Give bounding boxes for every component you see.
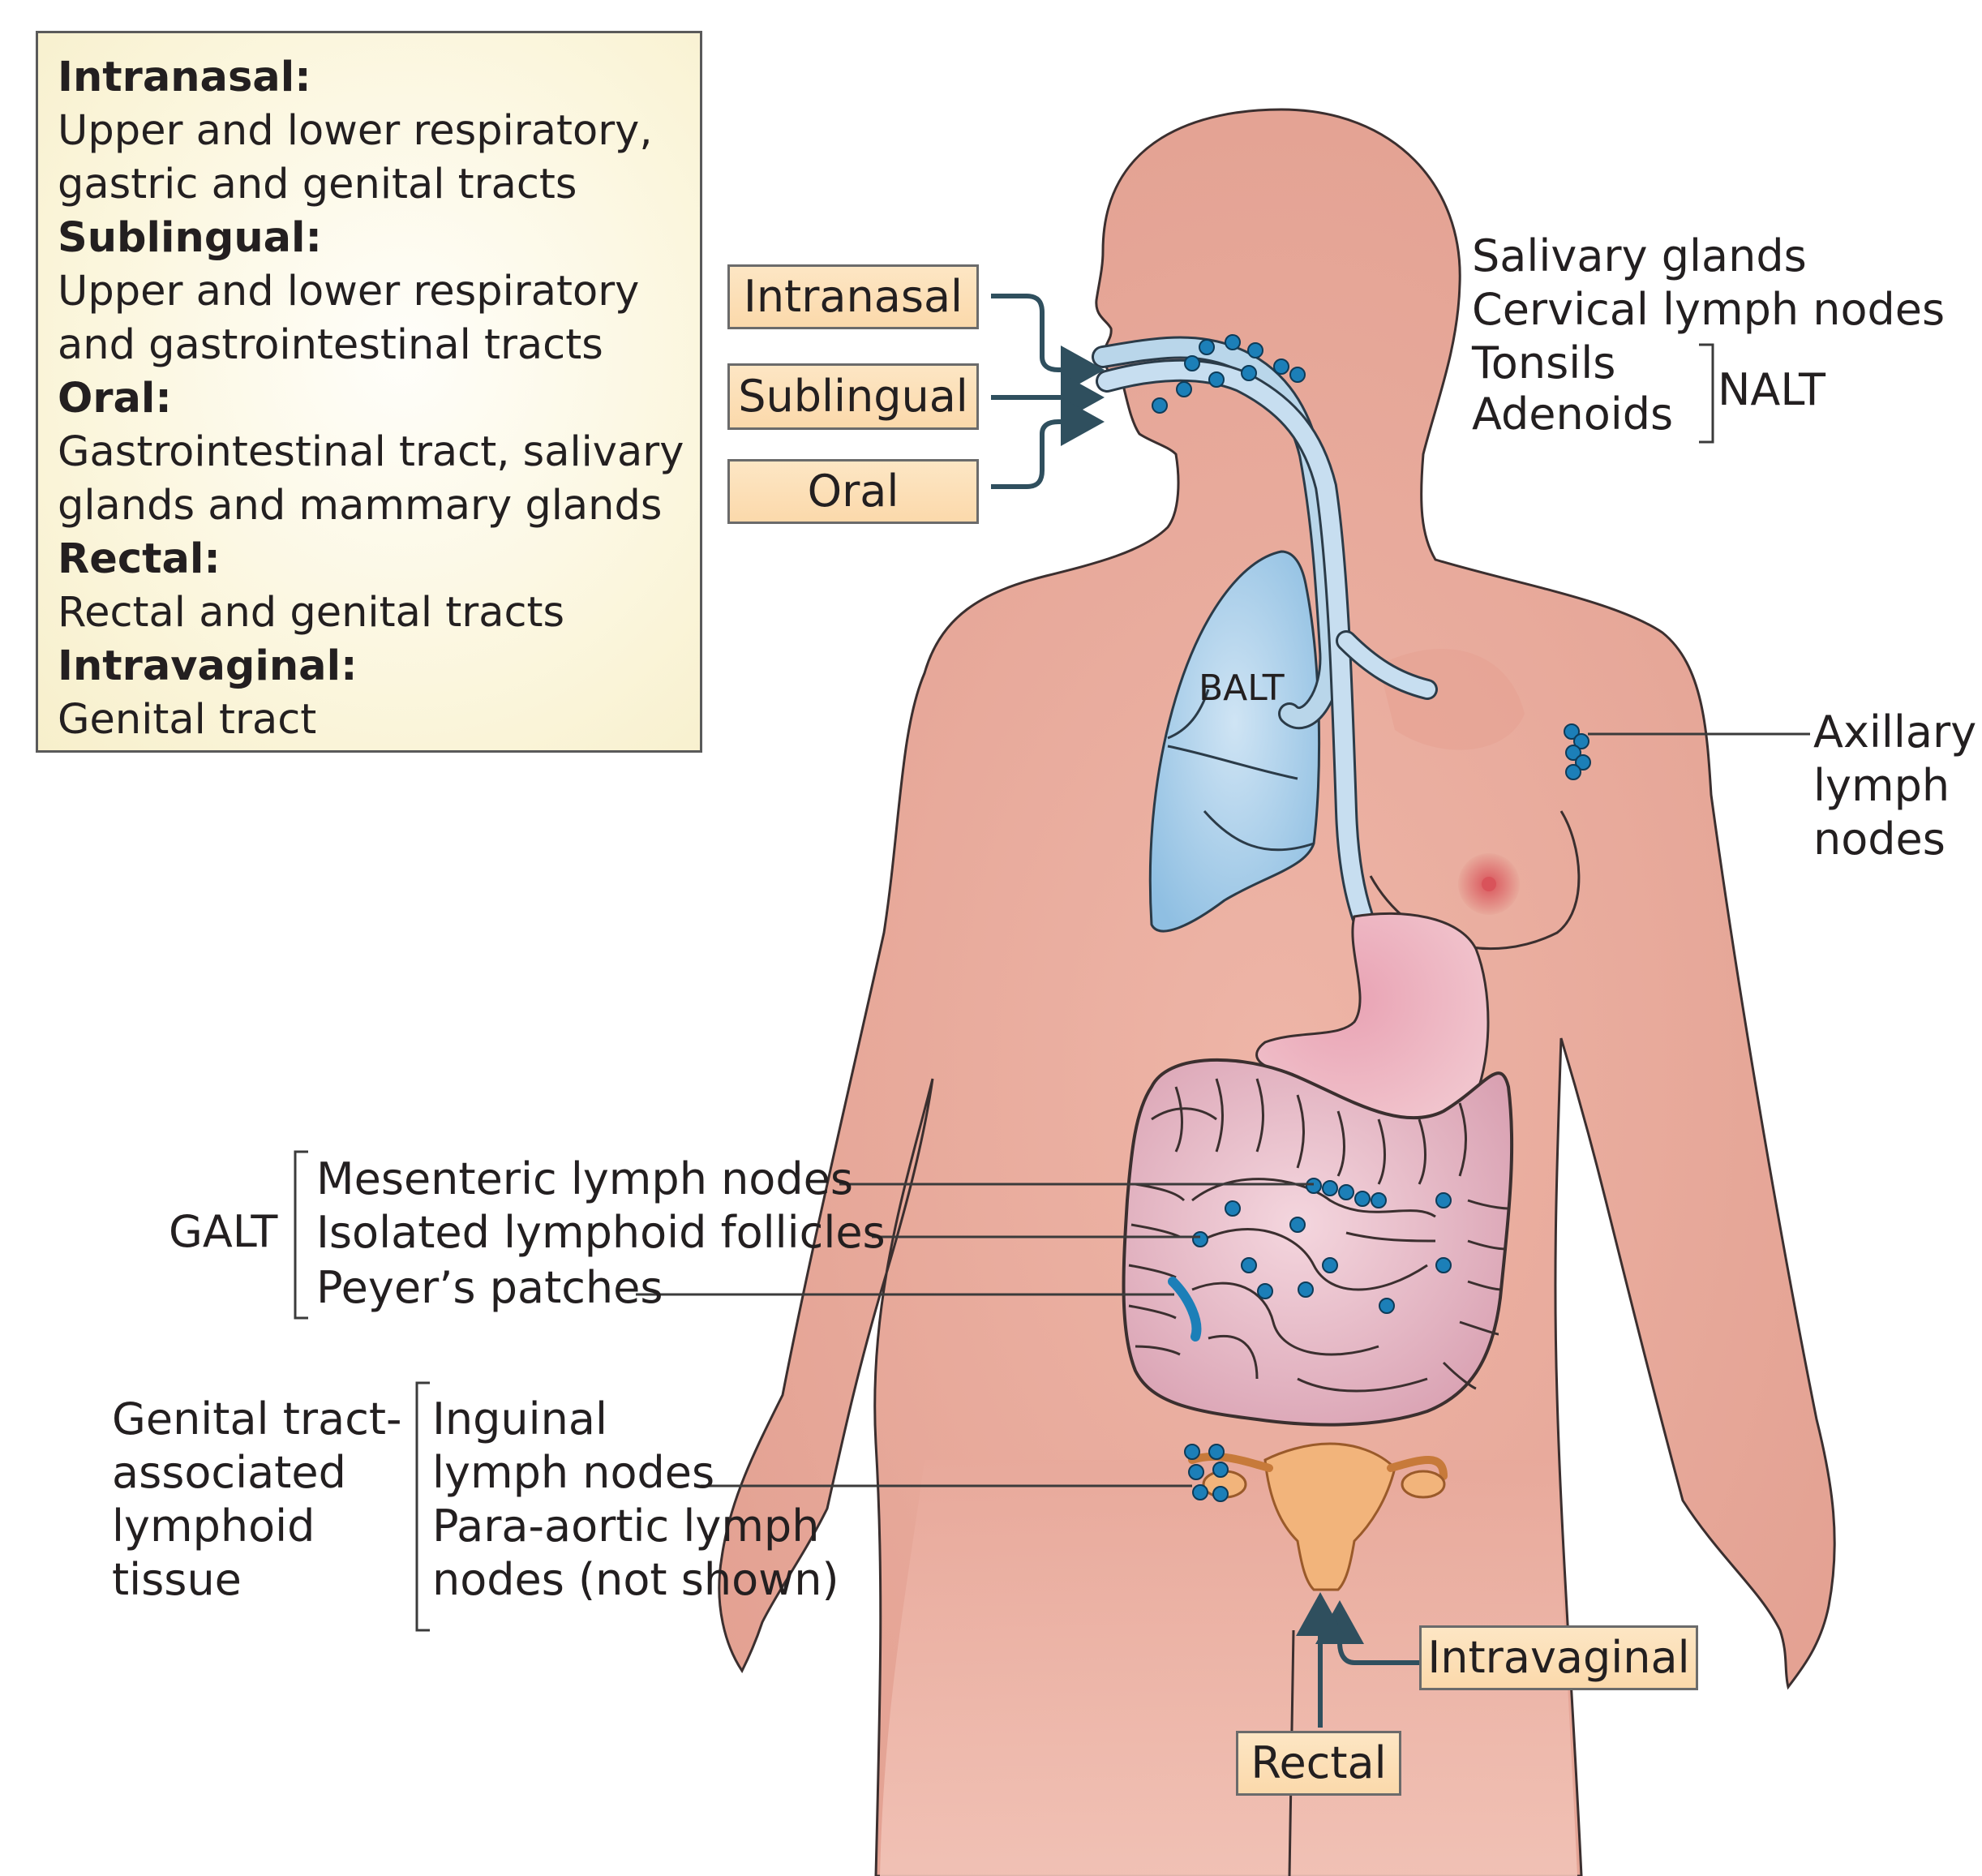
fallopian-tube-left xyxy=(1188,1452,1273,1472)
info-text-oral-1: Gastrointestinal tract, salivary xyxy=(58,428,684,476)
info-text-sublingual-2: and gastrointestinal tracts xyxy=(58,321,603,369)
label-genital-group-3: lymphoid xyxy=(112,1500,315,1552)
uterus xyxy=(1263,1442,1396,1591)
label-axillary-1: Axillary xyxy=(1813,706,1977,758)
info-text-rectal-1: Rectal and genital tracts xyxy=(58,589,565,637)
info-heading-intranasal: Intranasal: xyxy=(58,54,311,101)
route-box-rectal: Rectal xyxy=(1236,1731,1401,1796)
label-axillary-3: nodes xyxy=(1813,814,1946,865)
route-box-intravaginal: Intravaginal xyxy=(1419,1625,1698,1690)
label-tonsils: Tonsils xyxy=(1472,337,1616,389)
info-heading-intravaginal: Intravaginal: xyxy=(58,642,358,690)
lymph-nodes xyxy=(1152,334,1591,1502)
label-genital-group-4: tissue xyxy=(112,1554,242,1605)
info-heading-sublingual: Sublingual: xyxy=(58,214,322,262)
label-nalt: NALT xyxy=(1718,364,1825,415)
label-isolated-lymphoid-follicles: Isolated lymphoid follicles xyxy=(316,1207,886,1258)
info-heading-rectal: Rectal: xyxy=(58,535,221,583)
route-box-intranasal: Intranasal xyxy=(727,264,979,329)
route-arrows xyxy=(991,294,1419,1728)
label-peyers-patches: Peyer’s patches xyxy=(316,1262,663,1313)
info-text-sublingual-1: Upper and lower respiratory xyxy=(58,268,640,316)
label-galt: GALT xyxy=(169,1206,278,1257)
label-axillary-2: lymph xyxy=(1813,760,1950,811)
label-nodes-not-shown: nodes (not shown) xyxy=(432,1554,839,1605)
info-text-intravaginal-1: Genital tract xyxy=(58,696,317,744)
peyers-patch xyxy=(1168,1277,1202,1342)
fallopian-tube-right xyxy=(1387,1456,1448,1480)
info-text-oral-2: glands and mammary glands xyxy=(58,482,663,530)
info-heading-oral: Oral: xyxy=(58,375,172,423)
large-intestine xyxy=(1122,1058,1514,1427)
label-cervical-lymph-nodes: Cervical lymph nodes xyxy=(1472,284,1946,335)
info-text-intranasal-2: gastric and genital tracts xyxy=(58,161,577,208)
label-para-aortic-lymph: Para-aortic lymph xyxy=(432,1500,820,1552)
label-adenoids: Adenoids xyxy=(1472,389,1674,440)
label-balt: BALT xyxy=(1199,668,1285,709)
route-target-info-box: Intranasal: Upper and lower respiratory,… xyxy=(36,31,702,753)
route-box-sublingual: Sublingual xyxy=(727,363,979,430)
legs xyxy=(880,1460,1577,1876)
lung xyxy=(1148,550,1321,933)
info-text-intranasal-1: Upper and lower respiratory, xyxy=(58,107,653,155)
collar-area xyxy=(1379,649,1525,750)
leader-lines xyxy=(294,343,1810,1632)
label-salivary-glands: Salivary glands xyxy=(1472,230,1807,281)
label-mesenteric-lymph-nodes: Mesenteric lymph nodes xyxy=(316,1153,853,1204)
label-genital-group-1: Genital tract- xyxy=(112,1393,402,1445)
body-silhouette xyxy=(718,108,1836,1876)
label-inguinal: Inguinal xyxy=(432,1393,607,1445)
ovary-right xyxy=(1401,1470,1446,1499)
label-lymph-nodes: lymph nodes xyxy=(432,1447,715,1498)
route-box-oral: Oral xyxy=(727,459,979,524)
label-genital-group-2: associated xyxy=(112,1447,346,1498)
small-intestine xyxy=(1191,1178,1436,1393)
